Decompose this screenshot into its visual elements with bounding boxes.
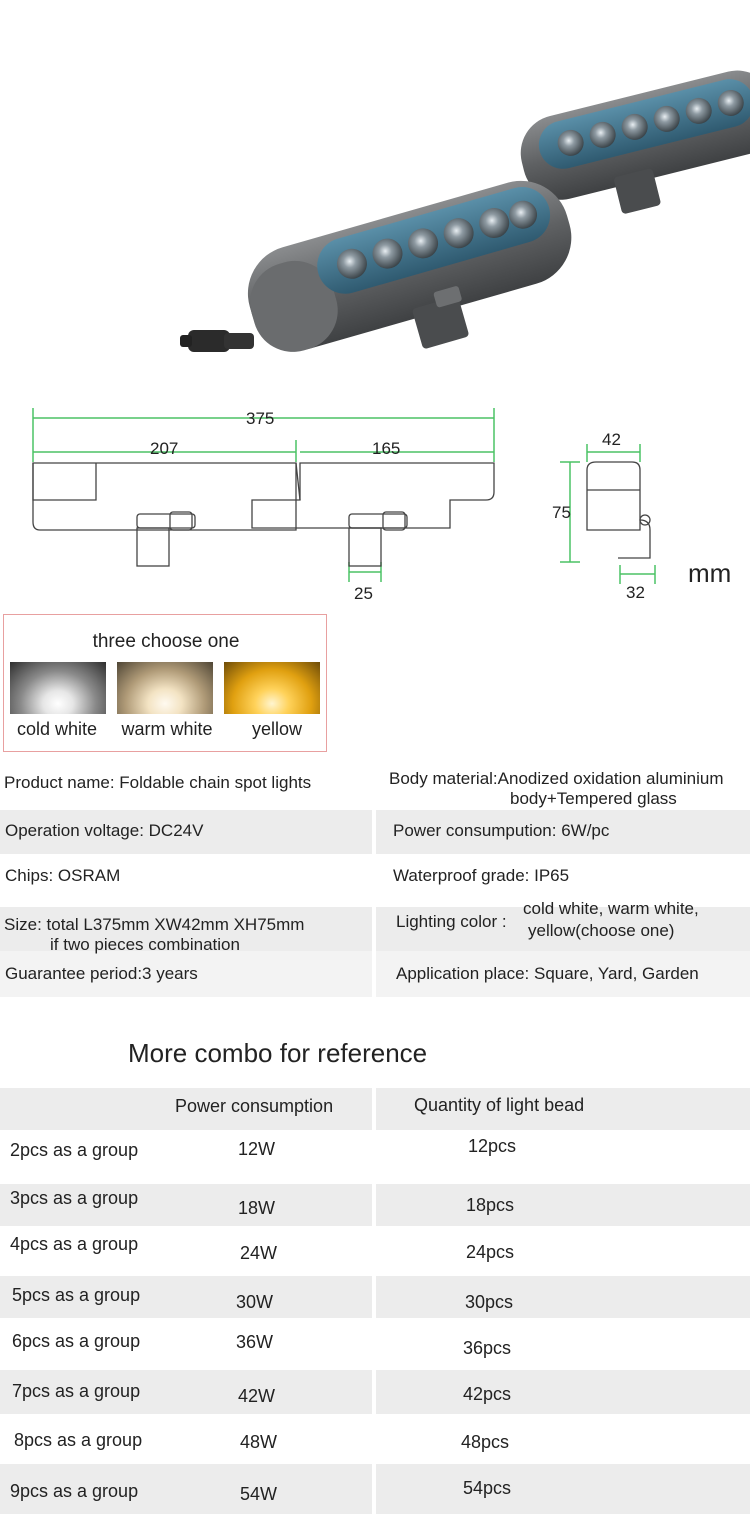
combo-row: 9pcs as a group 54W 54pcs (0, 1464, 750, 1514)
combo-group: 3pcs as a group (10, 1188, 139, 1208)
combo-power: 36W (236, 1332, 274, 1352)
combo-group: 5pcs as a group (12, 1285, 141, 1305)
color-options-box: three choose one cold white warm white y… (3, 614, 327, 752)
spec-size-2: if two pieces combination (50, 935, 240, 954)
cable-connector (180, 330, 254, 352)
spec-body-material-1: Body material:Anodized oxidation alumini… (389, 769, 724, 788)
combo-power: 42W (238, 1386, 276, 1406)
combo-quantity: 12pcs (468, 1136, 517, 1156)
spec-chips: Chips: OSRAM (5, 866, 121, 885)
combo-group: 7pcs as a group (12, 1381, 141, 1401)
combo-group: 4pcs as a group (10, 1234, 139, 1254)
spec-power: Power consumpution: 6W/pc (393, 821, 610, 840)
dim-side-bracket: 32 (626, 583, 645, 602)
yellow-label: yellow (251, 719, 303, 739)
cold-white-swatch (10, 662, 106, 714)
combo-quantity: 48pcs (461, 1432, 510, 1452)
unit-label: mm (688, 558, 732, 588)
light-unit-front (247, 180, 572, 352)
light-unit-rear (520, 70, 750, 214)
spec-lighting-1: cold white, warm white, (523, 899, 699, 918)
spec-product-name: Product name: Foldable chain spot lights (4, 773, 312, 792)
dim-height: 75 (552, 503, 571, 522)
combo-power: 24W (240, 1243, 278, 1263)
combo-quantity: 18pcs (466, 1195, 515, 1215)
spec-body-material-2: body+Tempered glass (510, 789, 677, 808)
combo-group: 2pcs as a group (10, 1140, 139, 1160)
combo-power: 54W (240, 1484, 278, 1504)
dim-bracket-width: 25 (354, 584, 373, 603)
dim-left-section: 207 (150, 439, 179, 458)
dimension-drawing (32, 408, 656, 584)
combo-row: 7pcs as a group 42W 42pcs (0, 1370, 750, 1414)
combo-row: 5pcs as a group 30W 30pcs (0, 1276, 750, 1318)
dim-right-section: 165 (372, 439, 401, 458)
col-quantity-header: Quantity of light bead (414, 1095, 585, 1115)
combo-power: 48W (240, 1432, 278, 1452)
combo-row: 3pcs as a group 18W 18pcs (0, 1184, 750, 1226)
combo-quantity: 42pcs (463, 1384, 512, 1404)
product-photo (180, 70, 750, 352)
dim-width: 42 (602, 430, 621, 449)
cold-white-label: cold white (16, 719, 98, 739)
col-power-header: Power consumption (175, 1096, 334, 1116)
combo-quantity: 24pcs (466, 1242, 515, 1262)
combo-power: 12W (238, 1139, 276, 1159)
combo-row: 4pcs as a group 24W 24pcs (0, 1226, 750, 1276)
warm-white-swatch (117, 662, 213, 714)
spec-voltage: Operation voltage: DC24V (5, 821, 204, 840)
combo-group: 9pcs as a group (10, 1481, 139, 1501)
dim-total-length: 375 (246, 409, 275, 428)
spec-waterproof: Waterproof grade: IP65 (393, 866, 570, 885)
combo-row: 8pcs as a group 48W 48pcs (0, 1414, 750, 1464)
color-options-title: three choose one (92, 631, 240, 652)
combo-quantity: 36pcs (463, 1338, 512, 1358)
spec-size-1: Size: total L375mm XW42mm XH75mm (4, 915, 305, 934)
combo-quantity: 54pcs (463, 1478, 512, 1498)
warm-white-label: warm white (121, 719, 213, 739)
combo-row: 2pcs as a group 12W 12pcs (0, 1130, 750, 1184)
combo-power: 18W (238, 1198, 276, 1218)
combo-quantity: 30pcs (465, 1292, 514, 1312)
combo-group: 6pcs as a group (12, 1331, 141, 1351)
spec-lighting-2: yellow(choose one) (528, 921, 675, 940)
spec-guarantee: Guarantee period:3 years (5, 964, 198, 983)
spec-lighting-label: Lighting color : (396, 912, 507, 931)
combo-header-row: Power consumption Quantity of light bead (0, 1088, 750, 1130)
spec-application: Application place: Square, Yard, Garden (396, 964, 699, 983)
combo-group: 8pcs as a group (14, 1430, 143, 1450)
combo-heading: More combo for reference (128, 1038, 428, 1068)
yellow-swatch (224, 662, 320, 714)
combo-row: 6pcs as a group 36W 36pcs (0, 1318, 750, 1370)
combo-power: 30W (236, 1292, 274, 1312)
